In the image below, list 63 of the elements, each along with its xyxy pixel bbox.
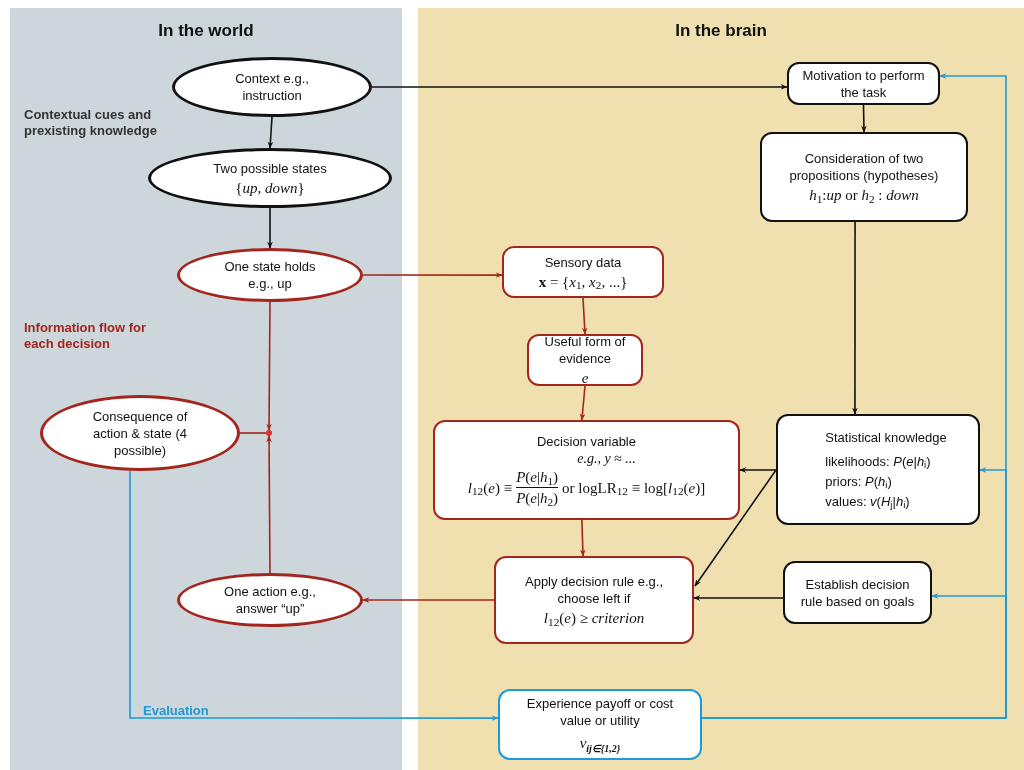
- arrow: [129, 470, 499, 721]
- process-box: [787, 62, 940, 105]
- arrow: [362, 597, 495, 603]
- arrow: [266, 301, 272, 431]
- arrow: [693, 595, 784, 601]
- formula: v: [579, 733, 587, 751]
- node-label: Context e.g., instruction: [234, 70, 310, 104]
- process-box: [433, 420, 740, 520]
- formula: {up, down}: [235, 179, 305, 197]
- annotation: Contextual cues and prexisting knowledge: [24, 107, 158, 139]
- panel: [10, 8, 402, 770]
- process-box: [527, 334, 643, 386]
- arrow: [579, 385, 586, 421]
- node-label: One action e.g., answer “up”: [223, 583, 317, 617]
- node-label: Consideration of two propositions (hypotheses): [789, 150, 939, 184]
- process-box: [760, 132, 968, 222]
- arrow: [371, 84, 788, 90]
- panel-title: In the brain: [674, 20, 768, 42]
- node-label: Establish decision rule based on goals: [799, 575, 916, 610]
- arrow: [266, 435, 272, 574]
- arrow: [852, 221, 858, 415]
- panel: [418, 8, 1024, 770]
- node-label: Sensory data: [544, 253, 622, 271]
- node-label: values: v(H$_{j}$|h$_{i}$): [825, 493, 910, 510]
- node-label: Decision variable: [537, 432, 636, 451]
- node-label: One state holds e.g., up: [223, 258, 317, 292]
- node-label: Consequence of action & state (4 possible): [91, 407, 189, 459]
- process-box: [498, 689, 702, 760]
- formula: ij∈{1,2}: [586, 742, 621, 756]
- node-label: likelihoods: P(e|h$_{i}$): [825, 453, 931, 470]
- node-label: Motivation to perform the task: [801, 66, 926, 101]
- formula: x = {x$_{1}$, x$_{2}$, ...}: [538, 273, 628, 291]
- node-label: Experience payoff or cost value or utility: [525, 694, 675, 729]
- node-label: Apply decision rule e.g., choose left if: [524, 573, 664, 607]
- arrow: [267, 116, 274, 149]
- arrow: [694, 469, 777, 587]
- annotation: Information flow for each decision: [24, 320, 148, 352]
- node-label: Useful form of evidence: [543, 333, 627, 367]
- formula: h$_{1}$:up or h$_{2}$ : down: [809, 187, 919, 204]
- formula: or logLR$_{12}$ ≡ log[l$_{12}$(e)]: [562, 478, 706, 499]
- formula: l$_{12}$(e) ≡: [467, 478, 513, 499]
- node-label: Two possible states: [213, 159, 327, 177]
- node-label: priors: P(h$_{i}$): [825, 473, 892, 490]
- formula: e.g., y ≈ ...: [577, 451, 636, 468]
- annotation: Evaluation: [143, 703, 210, 719]
- process-box: [776, 414, 980, 525]
- arrow: [580, 519, 586, 557]
- formula: l$_{12}$(e) ≥ criterion: [543, 610, 645, 627]
- process-box: [502, 246, 664, 298]
- formula: P(e|h$_{2}$): [516, 489, 559, 509]
- panel-title: In the world: [157, 20, 255, 42]
- formula: P(e|h$_{1}$): [516, 467, 559, 489]
- arrow: [267, 207, 273, 249]
- formula: e: [581, 370, 589, 387]
- arrow: [861, 104, 867, 133]
- arrow: [701, 593, 1007, 719]
- process-box: [783, 561, 932, 624]
- node-label: Statistical knowledge: [825, 429, 947, 446]
- arrow: [581, 297, 588, 335]
- connector-line: [239, 432, 267, 434]
- process-box: [494, 556, 694, 644]
- arrow: [739, 467, 777, 473]
- arrow: [362, 272, 503, 278]
